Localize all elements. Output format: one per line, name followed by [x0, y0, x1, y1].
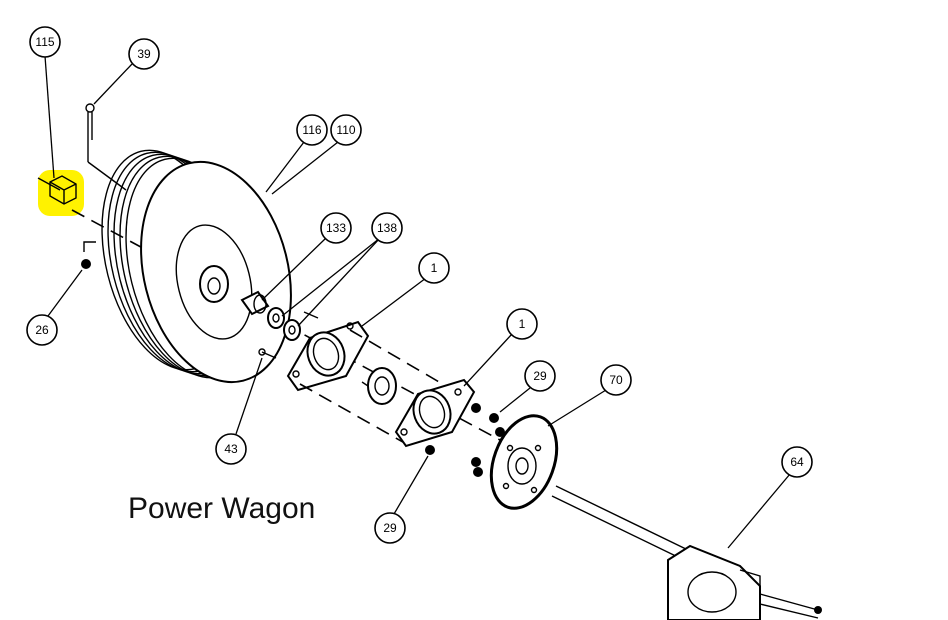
- callout-138: 138: [371, 212, 403, 244]
- callout-116: 116: [296, 114, 328, 146]
- callout-115: 115: [29, 26, 61, 58]
- part-133-spacer: [240, 290, 270, 316]
- callout-label-70: 70: [609, 373, 623, 387]
- callout-133: 133: [320, 212, 352, 244]
- callout-label-1-right: 1: [519, 317, 526, 331]
- callout-1-right: 1: [506, 308, 538, 340]
- callout-64: 64: [781, 446, 813, 478]
- callout-label-115: 115: [35, 35, 54, 49]
- callout-label-29-lower: 29: [383, 521, 397, 535]
- part-115-block: [37, 175, 77, 205]
- callout-label-39: 39: [137, 47, 151, 61]
- part-116-110-pulley: [101, 149, 292, 384]
- part-64-shaft-motor: [551, 485, 822, 620]
- callout-43: 43: [215, 433, 247, 465]
- callout-label-138: 138: [377, 221, 397, 235]
- callout-26: 26: [26, 314, 58, 346]
- part-39-pin: [85, 103, 127, 191]
- part-70-disc: [489, 414, 559, 510]
- part-26-screw: [81, 241, 96, 269]
- callout-label-64: 64: [790, 455, 804, 469]
- callout-29-lower: 29: [374, 512, 406, 544]
- callout-label-116: 116: [302, 123, 321, 137]
- callout-label-43: 43: [224, 442, 238, 456]
- callout-label-133: 133: [326, 221, 346, 235]
- callout-label-29-upper: 29: [533, 369, 547, 383]
- callout-label-110: 110: [336, 123, 355, 137]
- callout-label-26: 26: [35, 323, 49, 337]
- part-43-bolt: [258, 348, 277, 359]
- callout-39: 39: [128, 38, 160, 70]
- diagram-title: Power Wagon: [128, 492, 316, 525]
- part-29-nuts: [425, 403, 505, 477]
- callout-label-1-left: 1: [431, 261, 438, 275]
- callout-29-upper: 29: [524, 360, 556, 392]
- part-1-flange-left: [286, 320, 370, 392]
- callout-70: 70: [600, 364, 632, 396]
- callout-1-left: 1: [418, 252, 450, 284]
- callout-110: 110: [330, 114, 362, 146]
- part-138-washers: [267, 307, 319, 341]
- callout-leaders: [44, 55, 791, 549]
- part-1-flange-right: [394, 378, 476, 448]
